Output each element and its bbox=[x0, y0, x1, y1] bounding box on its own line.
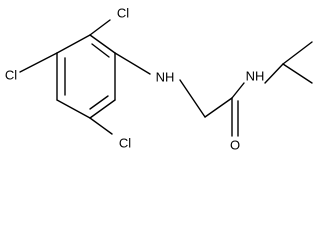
bond-isopropyl-methyl-top bbox=[282, 41, 313, 65]
chemical-structure-diagram: Cl Cl Cl NH NH O bbox=[5, 6, 313, 153]
amide-nh-label: NH bbox=[246, 69, 265, 84]
chlorine-label-top: Cl bbox=[117, 6, 129, 21]
ring-bond bbox=[89, 99, 116, 119]
ring-double-bond bbox=[91, 43, 110, 58]
chlorine-label-left: Cl bbox=[5, 68, 17, 83]
ring-bond bbox=[89, 34, 116, 54]
bond-ch2-carbonyl bbox=[204, 97, 233, 118]
amine-nh-label: NH bbox=[156, 70, 175, 85]
chlorine-label-bottom: Cl bbox=[119, 136, 131, 151]
bond-c-cl-top bbox=[89, 19, 111, 36]
bond-isopropyl-methyl-bottom bbox=[282, 63, 313, 84]
bond-c-n-amine bbox=[114, 52, 151, 75]
bond-n-isopropyl bbox=[264, 63, 284, 84]
bond-n-ch2 bbox=[179, 79, 206, 118]
bond-carbonyl-n-amide bbox=[231, 82, 245, 99]
bond-c-cl-bottom bbox=[89, 117, 113, 135]
bond-c-cl-left bbox=[19, 52, 58, 73]
ring-bond bbox=[56, 99, 91, 119]
ring-bond bbox=[56, 34, 91, 54]
ring-double-bond bbox=[89, 95, 109, 110]
benzene-ring bbox=[56, 34, 116, 119]
oxygen-label: O bbox=[230, 138, 240, 153]
